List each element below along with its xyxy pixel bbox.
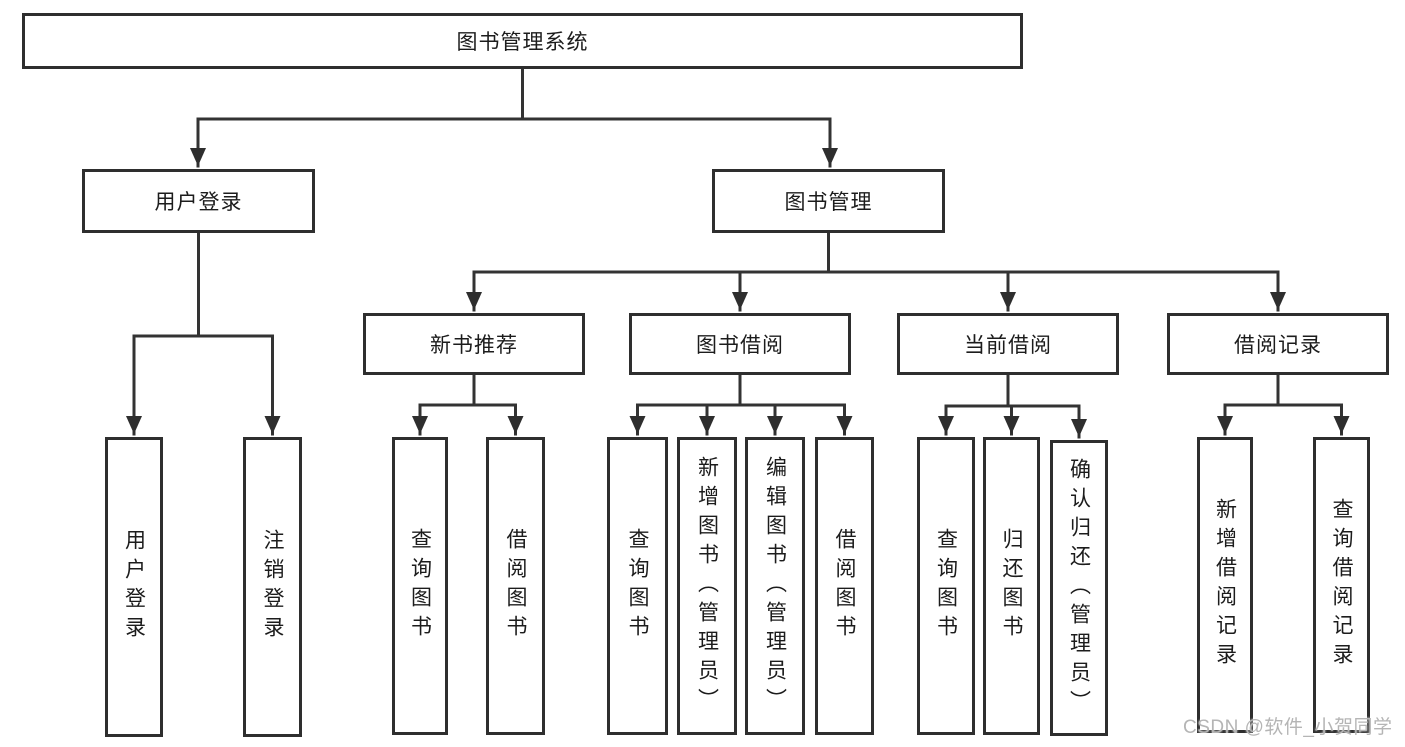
node-root-label: 图书管理系统 (456, 31, 589, 54)
leaf-query-books-current-label: 查询图书 (934, 528, 958, 644)
leaf-add-borrow-record: 新增借阅记录 (1197, 437, 1253, 733)
watermark: CSDN @软件_小贺同学 (1183, 717, 1393, 738)
node-current-borrow-label: 当前借阅 (964, 334, 1052, 357)
leaf-borrow-books: 借阅图书 (815, 437, 874, 735)
leaf-logout: 注销登录 (243, 437, 302, 737)
leaf-borrow-books-recommend-label: 借阅图书 (504, 528, 527, 644)
leaf-query-books-recommend: 查询图书 (392, 437, 448, 735)
node-book-borrow: 图书借阅 (629, 313, 851, 375)
leaf-query-borrow-record-label: 查询借阅记录 (1330, 498, 1353, 672)
node-borrow-records-label: 借阅记录 (1234, 334, 1322, 357)
leaf-query-books-borrow-label: 查询图书 (626, 528, 649, 644)
node-borrow-records: 借阅记录 (1167, 313, 1389, 375)
leaf-return-book: 归还图书 (983, 437, 1040, 735)
node-user-login-label: 用户登录 (154, 191, 243, 214)
leaf-query-books-current: 查询图书 (917, 437, 975, 735)
leaf-query-books-recommend-label: 查询图书 (408, 528, 432, 644)
leaf-edit-book-admin: 编辑图书（管理员） (745, 437, 805, 735)
leaf-borrow-books-recommend: 借阅图书 (486, 437, 545, 735)
node-current-borrow: 当前借阅 (897, 313, 1119, 375)
node-book-management-label: 图书管理 (784, 191, 873, 214)
leaf-query-borrow-record: 查询借阅记录 (1313, 437, 1370, 733)
leaf-return-book-label: 归还图书 (1000, 528, 1023, 644)
node-book-borrow-label: 图书借阅 (696, 334, 784, 357)
node-book-management: 图书管理 (712, 169, 945, 233)
leaf-add-book-admin-label: 新增图书（管理员） (695, 455, 719, 717)
leaf-confirm-return-admin-label: 确认归还（管理员） (1067, 457, 1091, 719)
leaf-add-book-admin: 新增图书（管理员） (677, 437, 737, 735)
leaf-edit-book-admin-label: 编辑图书（管理员） (763, 455, 787, 717)
leaf-query-books-borrow: 查询图书 (607, 437, 668, 735)
leaf-confirm-return-admin: 确认归还（管理员） (1050, 440, 1108, 736)
node-new-book-recommend: 新书推荐 (363, 313, 585, 375)
leaf-logout-label: 注销登录 (261, 529, 284, 645)
node-user-login: 用户登录 (82, 169, 315, 233)
leaf-user-login-label: 用户登录 (122, 529, 146, 645)
leaf-user-login: 用户登录 (105, 437, 163, 737)
node-new-book-recommend-label: 新书推荐 (430, 334, 518, 357)
leaf-borrow-books-label: 借阅图书 (833, 528, 856, 644)
leaf-add-borrow-record-label: 新增借阅记录 (1213, 498, 1237, 672)
node-root: 图书管理系统 (22, 13, 1023, 69)
